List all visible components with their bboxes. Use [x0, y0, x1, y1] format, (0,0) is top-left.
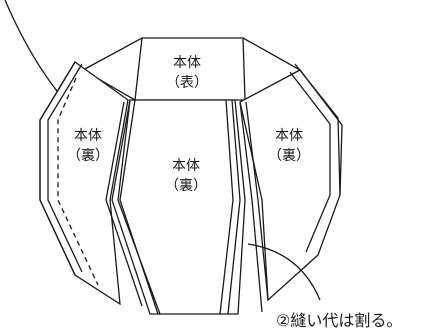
- top-panel-seam: [134, 37, 246, 101]
- center-left-seam-fold: [105, 101, 143, 307]
- right-panel-label-2: （裏）: [268, 147, 310, 164]
- right-panel-seam-outer: [294, 63, 341, 196]
- left-panel-label-1: 本体: [74, 128, 102, 144]
- top-panel-label-1: 本体: [173, 55, 201, 71]
- center-panel-label-1: 本体: [172, 158, 200, 174]
- left-seam-allowance-fold: [47, 63, 83, 273]
- right-left-seam-inner: [245, 101, 269, 301]
- right-panel-label-1: 本体: [275, 128, 303, 144]
- top-panel-label-2: （表）: [166, 75, 208, 91]
- right-panel-seam-inner: [289, 71, 331, 253]
- center-left-seam-outer: [111, 99, 160, 315]
- center-panel-label-2: （裏）: [165, 177, 207, 194]
- center-panel: [117, 99, 246, 315]
- right-left-seam-outer: [239, 101, 263, 313]
- leader-line-callout: [247, 243, 321, 301]
- center-right-seam-outer: [227, 99, 241, 315]
- left-stitch-line: [57, 77, 99, 286]
- left-panel-label-2: （裏）: [67, 147, 109, 164]
- callout-text: ②縫い代は割る。: [276, 311, 402, 330]
- center-right-seam-inner: [219, 99, 234, 315]
- left-seam-allowance: [39, 61, 76, 276]
- center-left-seam-inner: [119, 99, 159, 315]
